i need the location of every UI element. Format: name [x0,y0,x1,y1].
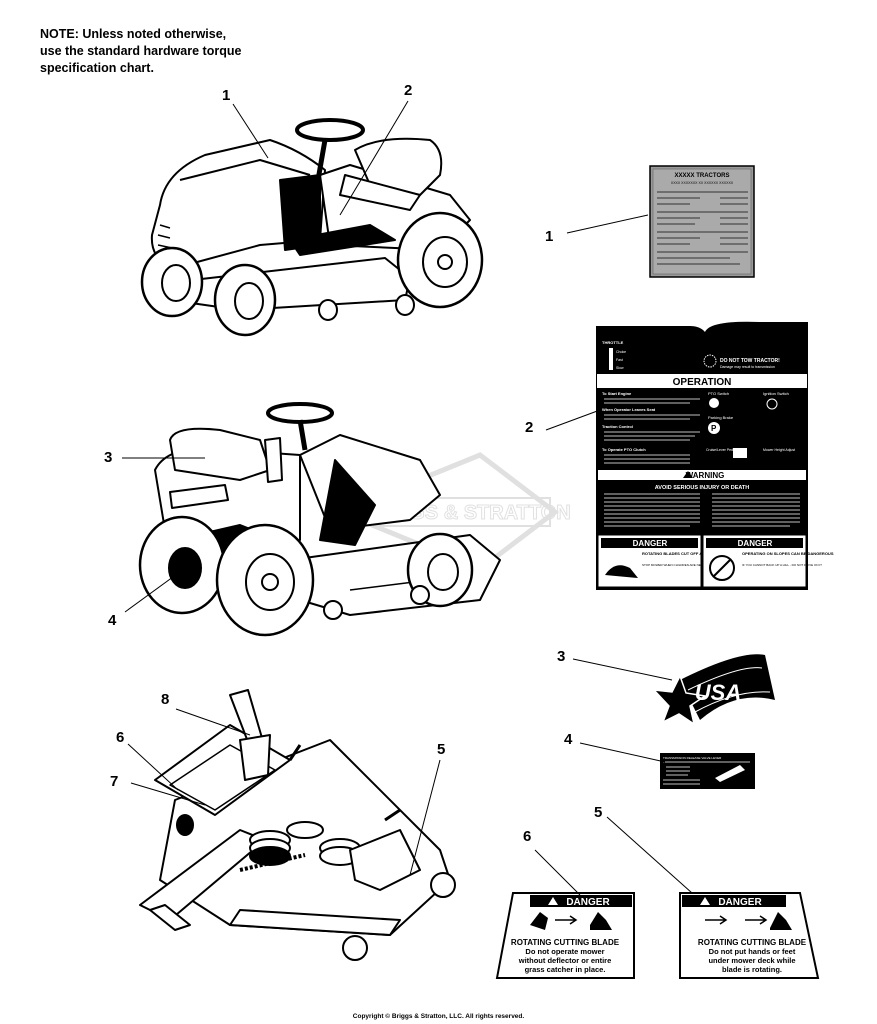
decal-usa-text: USA [695,680,741,705]
callout-1-tractor: 1 [222,87,231,104]
decal-cruise: Cruise/Lever Pedal [706,448,736,452]
decal-danger-right-sub: IF YOU CANNOT BACK UP A HILL - DO NOT DR… [742,563,822,567]
callout-3-tractor: 3 [104,449,113,466]
decal-usa: USA [652,654,775,726]
decal-spec-chart: XXXXX TRACTORS XXXX XXXXXXX XX XXXXXX XX… [649,165,755,278]
decal-operation: THROTTLE Choke Fast Slow DO NOT TOW TRAC… [596,321,834,590]
decal-6-line3: without deflector or entire [518,956,612,965]
callout-6-decal: 6 [523,828,532,845]
decal-5-line2: Do not put hands or feet [709,947,796,956]
decal-transmission: TRANSMISSION RELEASE VALVE LEVER [660,753,755,789]
decal-spec-subtitle: XXXX XXXXXXX XX XXXXXX XXXXXX [671,181,734,185]
decal-fast: Fast [616,358,623,362]
callout-5-decal: 5 [594,804,603,821]
decal-tow-sub: Damage may result to transmission [720,365,775,369]
decal-danger-6: DANGER ROTATING CUTTING BLADE Do not ope… [495,892,635,979]
tractor-rear-view [138,402,501,637]
decal-pto: To Operate PTO Clutch [602,447,646,452]
callout-1-decal: 1 [545,228,554,245]
decal-pto-switch: PTO Switch [708,391,729,396]
note-line-3: specification chart. [40,61,154,75]
tractor-front-view [140,118,484,337]
callout-4-decal: 4 [564,731,573,748]
decal-danger-right: DANGER [738,539,773,548]
decal-operation-heading: OPERATION [673,377,732,388]
note-line-2: use the standard hardware torque [40,44,242,58]
callout-5-deck: 5 [437,741,446,758]
decal-throttle-label: THROTTLE [602,340,624,345]
decal-danger-5: DANGER ROTATING CUTTING BLADE Do not put… [679,892,820,979]
leader-lines [122,100,693,896]
decal-5-line3: under mower deck while [708,956,795,965]
callout-2-decal: 2 [525,419,534,436]
decal-transmission-title: TRANSMISSION RELEASE VALVE LEVER [663,756,722,760]
decal-traction: Traction Control [602,424,633,429]
decal-ignition: Ignition Switch [763,391,789,396]
decal-6-line2: Do not operate mower [525,947,604,956]
decal-spec-title: XXXXX TRACTORS [675,173,730,179]
decal-danger-right-text: OPERATING ON SLOPES CAN BE DANGEROUS [742,551,834,556]
decal-danger-left-text: ROTATING BLADES CUT OFF ARMS AND LEGS [642,551,733,556]
decal-when-leaves: When Operator Leaves Seat [602,407,656,412]
decal-choke: Choke [616,350,626,354]
decal-avoid: AVOID SERIOUS INJURY OR DEATH [655,485,750,491]
mower-deck [139,689,456,961]
decal-tow-warning: DO NOT TOW TRACTOR! [720,358,780,364]
decal-6-line1: ROTATING CUTTING BLADE [511,938,620,947]
svg-text:P: P [711,424,717,433]
torque-note: NOTE: Unless noted otherwise, use the st… [40,26,241,77]
decal-5-danger: DANGER [718,897,762,908]
decal-danger-left-sub: STOP MOWER WHEN CHILDREN ARE NEAR [642,563,706,567]
decal-mower-height: Mower Height Adjust [763,448,795,452]
note-line-1: NOTE: Unless noted otherwise, [40,27,227,41]
callout-7-deck: 7 [110,773,119,790]
decal-5-line4: blade is rotating. [722,965,782,974]
callout-8-deck: 8 [161,691,170,708]
decal-parking: Parking Brake [708,415,734,420]
decal-slow: Slow [616,366,624,370]
copyright-footer: Copyright © Briggs & Stratton, LLC. All … [352,1013,525,1020]
decal-5-line1: ROTATING CUTTING BLADE [698,938,807,947]
callout-3-decal: 3 [557,648,566,665]
decal-to-start: To Start Engine [602,391,632,396]
decal-6-danger: DANGER [566,897,610,908]
decal-warning: WARNING [686,471,725,480]
callout-6-deck: 6 [116,729,125,746]
callout-2-tractor: 2 [404,82,413,99]
decal-danger-left: DANGER [633,539,668,548]
callout-4-tractor: 4 [108,612,117,629]
decal-6-line4: grass catcher in place. [525,965,606,974]
